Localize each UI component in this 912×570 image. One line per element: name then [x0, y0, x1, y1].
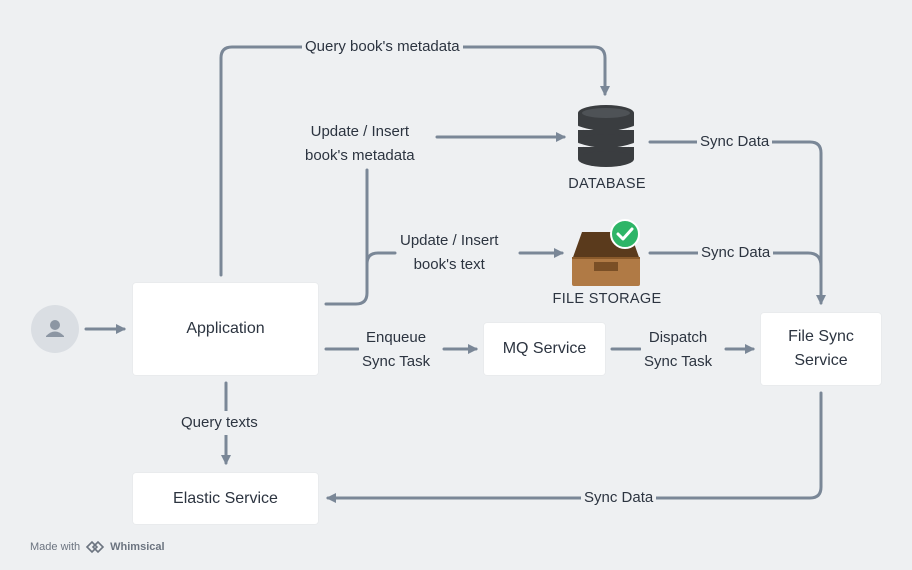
- file-sync-service-node[interactable]: File Sync Service: [761, 313, 881, 385]
- edge-label-update-metadata: Update / Insert book's metadata: [302, 120, 418, 168]
- elastic-service-label: Elastic Service: [173, 489, 278, 507]
- application-node[interactable]: Application: [133, 283, 318, 375]
- edge-label-storage-sync: Sync Data: [698, 241, 774, 265]
- edge-label-db-sync: Sync Data: [697, 130, 773, 154]
- edge-label-enqueue: Enqueue Sync Task: [359, 326, 434, 374]
- file-storage-caption: FILE STORAGE: [552, 291, 662, 307]
- check-badge-icon: [610, 219, 640, 249]
- database-caption: DATABASE: [568, 176, 646, 192]
- whimsical-logo-icon: [86, 540, 105, 554]
- edge-update-metadata: [324, 168, 369, 306]
- elastic-service-node[interactable]: Elastic Service: [133, 473, 318, 524]
- user-avatar[interactable]: [31, 305, 79, 353]
- database-icon: [577, 105, 635, 167]
- edge-label-query-metadata: Query book's metadata: [302, 35, 463, 59]
- whimsical-brand: Whimsical: [110, 541, 165, 553]
- edge-db-sync: [648, 140, 826, 305]
- file-sync-service-label: File Sync Service: [788, 328, 854, 369]
- application-label: Application: [186, 320, 265, 337]
- edge-elastic-sync: [326, 391, 823, 503]
- edge-label-elastic-sync: Sync Data: [581, 486, 657, 510]
- edge-label-dispatch: Dispatch Sync Task: [641, 326, 716, 374]
- edge-storage-sync: [648, 251, 823, 282]
- user-icon: [46, 320, 64, 337]
- mq-service-label: MQ Service: [502, 340, 587, 357]
- edge-label-query-texts: Query texts: [178, 411, 261, 435]
- edge-update-text: [365, 251, 397, 292]
- mq-service-node[interactable]: MQ Service: [484, 323, 605, 375]
- edge-label-update-text: Update / Insert book's text: [397, 229, 502, 277]
- made-with-text: Made with: [30, 541, 81, 553]
- footer-made-with[interactable]: Made with Whimsical: [30, 540, 165, 554]
